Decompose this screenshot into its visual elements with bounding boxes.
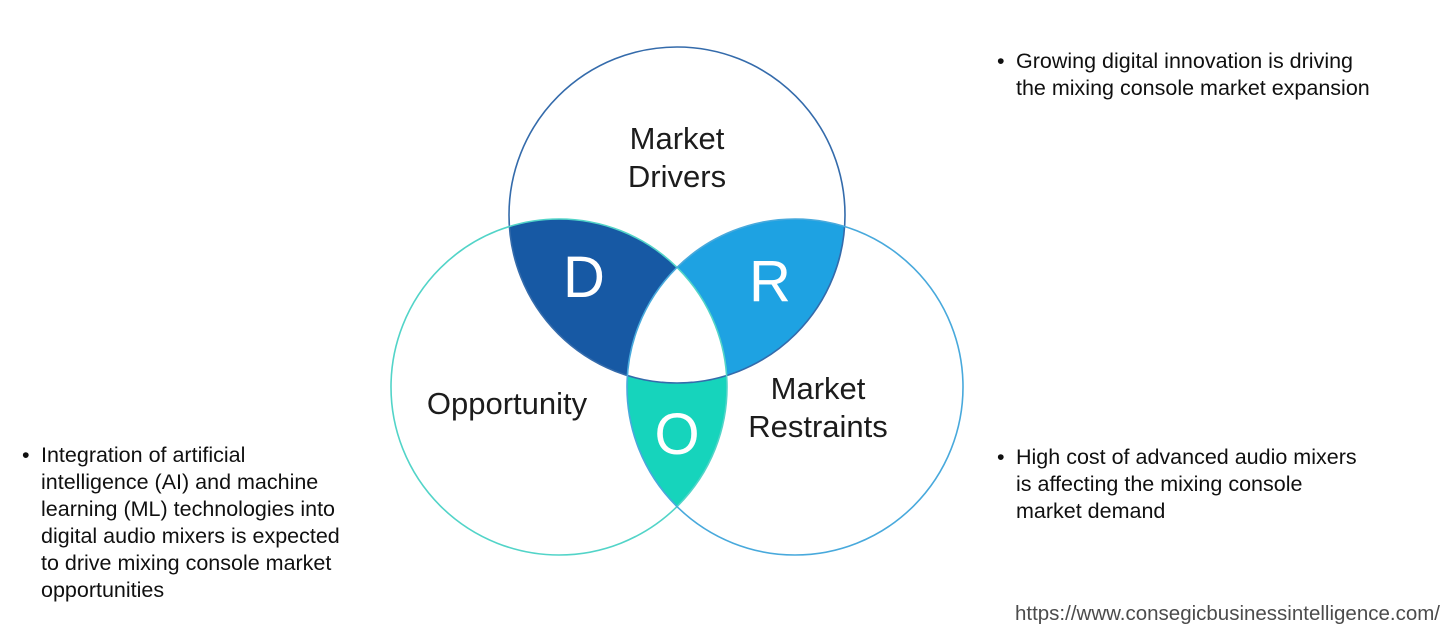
restraints-bullet-text: High cost of advanced audio mixers is af… [1016,445,1357,523]
opportunity-circle-outline [390,218,728,556]
bullet-marker-icon: • [997,445,1005,469]
source-url: https://www.consegicbusinessintelligence… [1014,602,1440,625]
drivers-opportunity-overlap [509,219,727,383]
restraints-bullet: • High cost of advanced audio mixers is … [997,444,1443,525]
opportunity-bullet-text: Integration of artificial intelligence (… [41,443,340,602]
drivers-circle-outline [508,46,846,384]
restraints-circle-outline [626,218,964,556]
drivers-restraints-overlap [627,219,845,383]
bullet-marker-icon: • [997,49,1005,73]
restraints-letter: R [749,249,791,314]
opportunity-letter: O [654,402,699,467]
opportunity-circle-label: Opportunity [426,386,588,421]
bullet-marker-icon: • [22,443,30,467]
restraints-circle-label: Market Restraints [748,371,888,444]
drivers-bullet: • Growing digital innovation is driving … [997,48,1443,102]
drivers-bullet-text: Growing digital innovation is driving th… [1016,49,1370,100]
opportunity-bullet: • Integration of artificial intelligence… [22,442,404,604]
drivers-circle-label: Market Drivers [627,121,727,194]
drivers-letter: D [563,245,605,310]
